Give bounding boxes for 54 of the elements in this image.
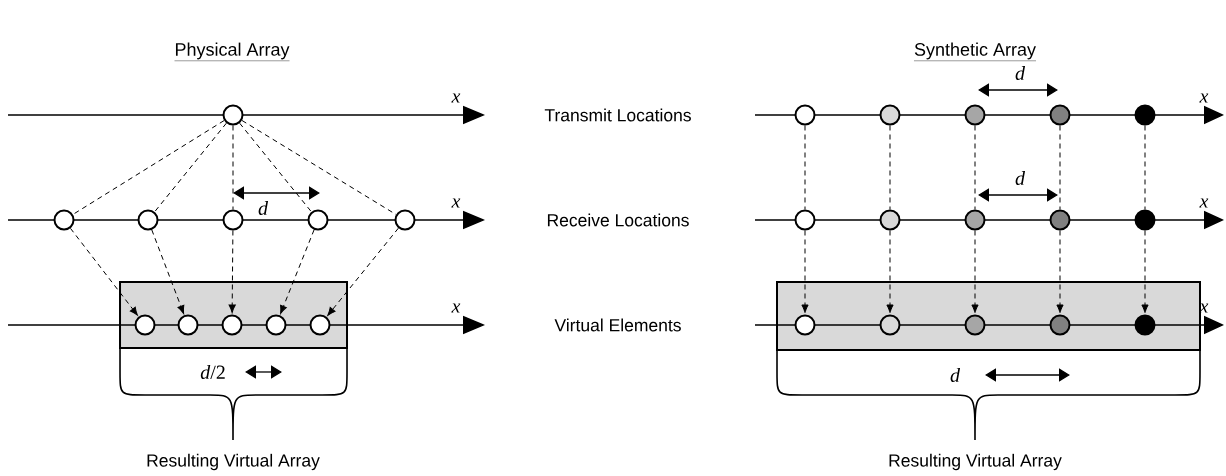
dashed-arrow [327,227,399,316]
element-circle [1049,104,1071,126]
element-circle [794,209,816,231]
element-circle [307,209,329,231]
row-label: Virtual Elements [554,318,681,332]
element-circle [177,314,199,336]
element-circle [222,104,244,126]
row-label: Receive Locations [547,213,689,227]
element-circle [964,104,986,126]
dashed-arrow [801,230,809,314]
element-circle [394,209,416,231]
element-circle [137,209,159,231]
element-circle [309,314,331,336]
panel-title: Physical Array [174,42,290,61]
shaded-box [776,281,1201,351]
dashed-arrow [1056,230,1064,314]
element-circle [794,314,816,336]
dashed-arrow [151,229,185,314]
dashed-arrow [886,230,894,314]
panel-title: Synthetic Array [913,42,1037,61]
element-circle [1134,209,1156,231]
math-symbol: x [451,93,461,103]
element-circle [53,209,75,231]
dashed-arrow [971,230,979,314]
element-circle [1049,209,1071,231]
element-circle [1049,314,1071,336]
element-circle [879,314,901,336]
element-circle [222,209,244,231]
math-symbol: d [258,200,269,216]
dashed-arrow [228,230,236,314]
row-label: Transmit Locations [544,108,691,122]
math-symbol: d [950,367,961,383]
element-circle [134,314,156,336]
dashed-arrow [280,229,315,314]
math-symbol: d [1015,65,1026,81]
element-circle [265,314,287,336]
element-circle [794,104,816,126]
math-symbol: d/2 [200,364,225,380]
caption: Resulting Virtual Array [147,453,320,471]
math-symbol: x [1199,198,1209,208]
element-circle [964,209,986,231]
element-circle [1134,104,1156,126]
caption: Resulting Virtual Array [889,453,1062,471]
dashed-arrow [1141,230,1149,314]
element-circle [221,314,243,336]
element-circle [879,104,901,126]
element-circle [964,314,986,336]
math-symbol: x [1199,93,1209,103]
math-symbol: d [1015,170,1026,186]
math-symbol: x [451,198,461,208]
element-circle [1134,314,1156,336]
dashed-arrow [69,227,138,316]
math-symbol: x [451,303,461,313]
element-circle [879,209,901,231]
